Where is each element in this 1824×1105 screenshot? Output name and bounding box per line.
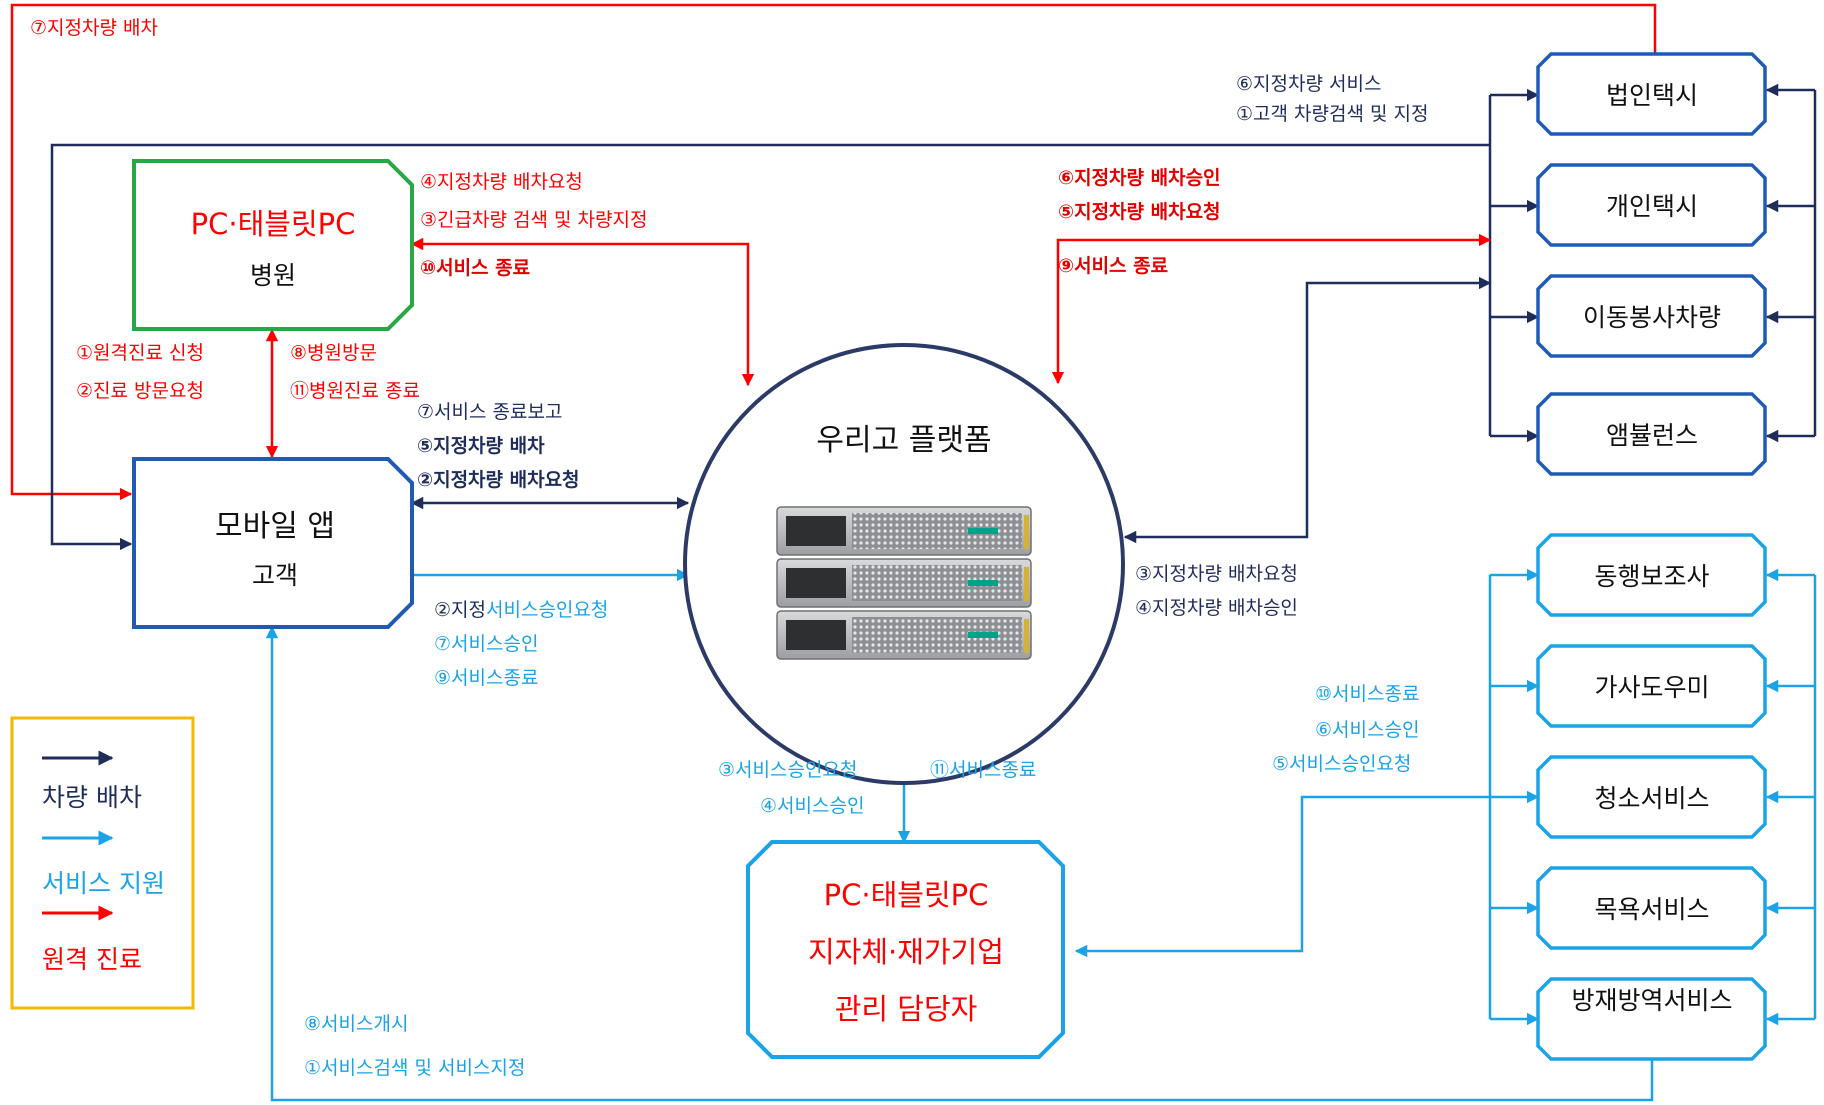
label-svc-approve-req2-prefix: ②지정 [434, 599, 486, 621]
label-hosp-done: ⑪병원진료 종료 [290, 380, 420, 402]
vehicle-label: 개인택시 [1606, 192, 1698, 221]
service-label: 가사도우미 [1594, 673, 1709, 702]
hospital-title: PC·태블릿PC [191, 207, 356, 241]
label-svc-approve-req3: ③서비스승인요청 [718, 759, 857, 781]
red-platform-vehicle-line [1051, 233, 1492, 385]
service-box-bath: 목욕서비스 [1536, 866, 1767, 950]
label-svc-start8: ⑧서비스개시 [304, 1013, 408, 1035]
vehicle-label: 앰뷸런스 [1606, 421, 1698, 450]
label-svc-approve6: ⑥서비스승인 [1315, 719, 1419, 741]
local-gov-line2: 지자체·재가기업 [808, 935, 1004, 969]
server-rack-icon [776, 506, 1032, 660]
local-gov-line3: 관리 담당자 [835, 992, 978, 1026]
service-box-companion: 동행보조사 [1536, 533, 1767, 617]
service-label: 동행보조사 [1594, 562, 1709, 591]
cyan-bottom-loop-line [265, 625, 1654, 1102]
label-veh-approve: ⑥지정차량 배차승인 [1058, 167, 1221, 189]
cyan-localgov-service-line [1074, 790, 1540, 958]
label-dispatch-req2: ②지정차량 배차요청 [417, 469, 580, 491]
label-veh-req: ⑤지정차량 배차요청 [1058, 201, 1221, 223]
navy-platform-vehicle-line [1123, 276, 1492, 544]
label-svc-search1: ①서비스검색 및 서비스지정 [304, 1057, 525, 1079]
label-svc-end10: ⑩서비스종료 [1315, 683, 1419, 705]
platform-title: 우리고 플랫폼 [816, 423, 991, 458]
red-hospital-platform-line [410, 237, 755, 387]
label-vehicle-service: ⑥지정차량 서비스 [1236, 73, 1381, 95]
label-svc-approve-req2-suffix: 서비스승인요청 [486, 599, 608, 621]
legend-service-label: 서비스 지원 [42, 869, 165, 898]
label-svc-end-report: ⑦서비스 종료보고 [417, 401, 562, 423]
mobile-app-node: 모바일 앱 고객 [132, 457, 414, 629]
mobile-app-subtitle: 고객 [252, 561, 298, 590]
label-svc-end11: ⑪서비스종료 [930, 759, 1036, 781]
hospital-node: PC·태블릿PC 병원 [132, 159, 414, 331]
label-hosp-end: ⑩서비스 종료 [420, 257, 530, 279]
vehicle-box-volunteer: 이동봉사차량 [1536, 274, 1767, 358]
label-hosp-dispatch-req: ④지정차량 배차요청 [420, 171, 583, 193]
service-box-housekeeper: 가사도우미 [1536, 644, 1767, 728]
service-box-disinfection: 방재방역서비스 [1536, 977, 1767, 1061]
vehicle-box-private-taxi: 개인택시 [1536, 163, 1767, 247]
vehicle-label: 법인택시 [1606, 81, 1698, 110]
label-customer-search: ①고객 차량검색 및 지정 [1236, 103, 1428, 125]
label-svc-approve7: ⑦서비스승인 [434, 633, 538, 655]
service-label: 청소서비스 [1594, 784, 1709, 813]
label-remote-apply: ①원격진료 신청 [76, 342, 204, 364]
service-box-cleaning: 청소서비스 [1536, 755, 1767, 839]
label-veh-end: ⑨서비스 종료 [1058, 255, 1168, 277]
mobile-app-title: 모바일 앱 [215, 509, 335, 544]
platform-node: 우리고 플랫폼 [683, 343, 1125, 785]
service-label: 목욕서비스 [1594, 895, 1709, 924]
navy-customer-vehicle-line [50, 143, 1490, 551]
label-svc-end9: ⑨서비스종료 [434, 667, 538, 689]
legend-vehicle-label: 차량 배차 [42, 783, 142, 812]
label-dispatch5: ⑤지정차량 배차 [417, 435, 545, 457]
local-government-node: PC·태블릿PC 지자체·재가기업 관리 담당자 [746, 840, 1065, 1059]
label-svc-approve-req5: ⑤서비스승인요청 [1272, 753, 1411, 775]
label-right-req3: ③지정차량 배차요청 [1135, 563, 1298, 585]
service-label: 방재방역서비스 [1571, 986, 1733, 1015]
label-svc-approve4: ④서비스승인 [760, 795, 864, 817]
vehicle-label: 이동봉사차량 [1583, 303, 1721, 332]
label-visit-req: ②진료 방문요청 [76, 380, 204, 402]
label-svc-approve-req2: ②지정서비스승인요청 [434, 599, 608, 621]
local-gov-line1: PC·태블릿PC [824, 878, 989, 912]
label-right-approve4: ④지정차량 배차승인 [1135, 597, 1298, 619]
legend: 차량 배차 서비스 지원 원격 진료 [10, 716, 195, 1010]
label-hosp-visit: ⑧병원방문 [290, 342, 377, 364]
vehicle-box-ambulance: 앰뷸런스 [1536, 392, 1767, 476]
hospital-subtitle: 병원 [250, 261, 296, 290]
vehicle-box-corporate-taxi: 법인택시 [1536, 52, 1767, 136]
label-top-dispatch: ⑦지정차량 배차 [30, 17, 158, 39]
legend-remote-label: 원격 진료 [42, 945, 142, 974]
label-hosp-search: ③긴급차량 검색 및 차량지정 [420, 209, 647, 231]
